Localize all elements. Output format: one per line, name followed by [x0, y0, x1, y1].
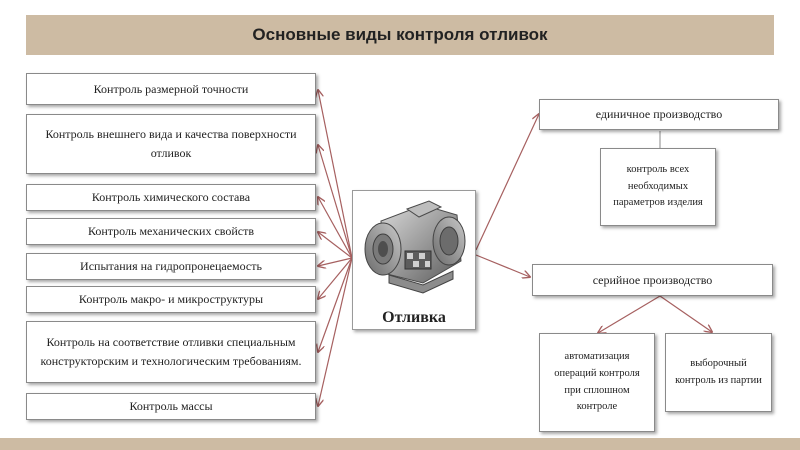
control-item-label: Контроль внешнего вида и качества поверх… [45, 127, 297, 160]
control-item: Контроль внешнего вида и качества поверх… [26, 114, 316, 174]
arrow-to-option-a [598, 295, 661, 333]
control-item-label: Контроль массы [129, 399, 213, 414]
serial-option-sampling-text: выборочный контроль из партии [675, 357, 762, 386]
single-production-detail-text: контроль всех необходимых параметров изд… [613, 163, 703, 209]
control-item: Испытания на гидропронецаемость [26, 253, 316, 280]
control-item: Контроль массы [26, 393, 316, 420]
control-item-label: Контроль размерной точности [93, 81, 249, 96]
serial-production-box: серийное производство [532, 264, 773, 296]
arrow-to-item-2 [318, 145, 353, 259]
control-item: Контроль размерной точности [26, 73, 316, 105]
serial-production-label: серийное производство [592, 272, 713, 287]
single-production-detail: контроль всех необходимых параметров изд… [600, 148, 716, 226]
footer-bar [0, 438, 800, 450]
control-item: Контроль химического состава [26, 184, 316, 211]
arrow-to-serial [475, 254, 530, 277]
control-item-label: Испытания на гидропронецаемость [80, 259, 262, 274]
arrow-to-single [475, 114, 539, 251]
page-title: Основные виды контроля отливок [26, 15, 774, 55]
control-item-label: Контроль макро- и микроструктуры [78, 292, 264, 307]
arrow-to-item-3 [318, 197, 353, 259]
arrow-to-item-7 [318, 257, 353, 352]
arrow-to-item-6 [318, 257, 353, 299]
serial-option-automation-text: автоматизация операций контроля при спло… [554, 350, 640, 413]
single-production-label: единичное производство [595, 107, 723, 122]
control-item: Контроль на соответствие отливки специал… [26, 321, 316, 383]
control-item: Контроль механических свойств [26, 218, 316, 245]
arrow-to-item-1 [318, 90, 353, 259]
control-item-label: Контроль механических свойств [87, 224, 255, 239]
control-item-label: Контроль на соответствие отливки специал… [40, 335, 302, 368]
control-item: Контроль макро- и микроструктуры [26, 286, 316, 313]
single-production-box: единичное производство [539, 99, 779, 130]
serial-option-automation: автоматизация операций контроля при спло… [539, 333, 655, 432]
arrow-to-item-4 [318, 232, 353, 259]
arrow-to-item-5 [318, 257, 353, 266]
casting-image [364, 200, 466, 294]
arrow-to-option-b [659, 295, 712, 332]
arrow-to-item-8 [318, 257, 353, 406]
casting-node: Отливка [352, 190, 476, 330]
serial-option-sampling: выборочный контроль из партии [665, 333, 772, 412]
casting-label: Отливка [382, 309, 446, 326]
control-item-label: Контроль химического состава [91, 190, 251, 205]
